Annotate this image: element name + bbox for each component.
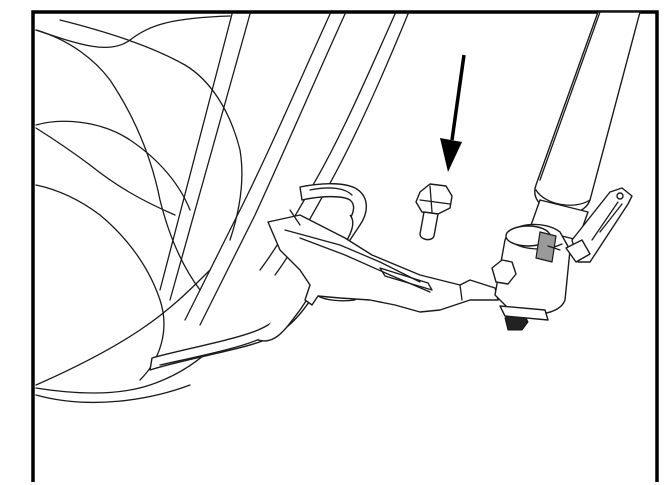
- hex-bolt-icon: [415, 183, 453, 241]
- pivot-socket: [491, 223, 571, 315]
- figure-frame: [31, 10, 659, 482]
- pivot-clip: [565, 187, 633, 263]
- insertion-arrow-icon: [440, 54, 466, 172]
- mounting-bracket: [267, 209, 499, 313]
- seat-cushion: [35, 13, 409, 404]
- nut-icon: [499, 305, 549, 331]
